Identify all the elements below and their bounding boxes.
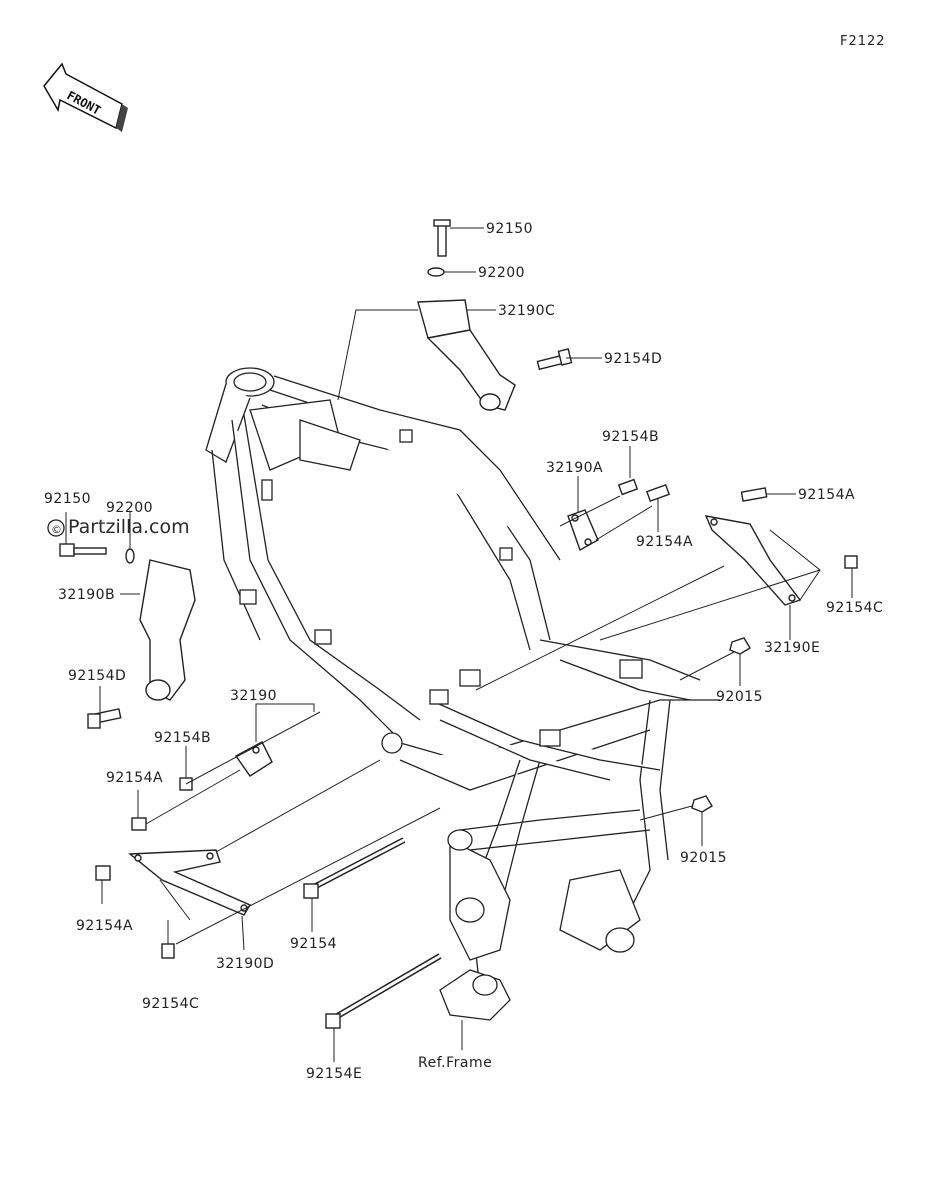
callout-92154D-left: 92154D (68, 668, 126, 684)
callout-32190A: 32190A (546, 460, 603, 476)
washer-92200-left (125, 548, 135, 564)
ref-frame-label: Ref.Frame (418, 1055, 492, 1071)
callout-92150-left: 92150 (44, 491, 91, 507)
callout-92200-top: 92200 (478, 265, 525, 281)
callout-92154B-right: 92154B (602, 429, 659, 445)
callout-92154A-left1: 92154A (106, 770, 163, 786)
bracket-32190D (128, 849, 252, 916)
callout-32190E: 32190E (764, 640, 820, 656)
callout-92154C-left: 92154C (142, 996, 199, 1012)
nut-92015-upper (729, 637, 751, 655)
callout-92015-upper: 92015 (716, 689, 763, 705)
bolt-92154 (303, 837, 406, 899)
callout-32190: 32190 (230, 688, 277, 704)
bracket-32190C (417, 299, 516, 411)
bracket-32190E (704, 515, 802, 606)
callout-92200-left: 92200 (106, 500, 153, 516)
callout-92154A-right1: 92154A (636, 534, 693, 550)
callout-32190C: 32190C (498, 303, 555, 319)
bracket-32190 (234, 741, 273, 777)
washer-92200-top (427, 267, 445, 277)
copyright-icon: © (51, 523, 62, 536)
bolt-92154A-right2 (740, 487, 768, 502)
watermark: © Partzilla.com (47, 516, 190, 538)
callout-92154: 92154 (290, 936, 337, 952)
callout-92150-top: 92150 (486, 221, 533, 237)
bolt-92154A-right1 (645, 483, 671, 503)
callout-92154A-left2: 92154A (76, 918, 133, 934)
callout-32190B: 32190B (58, 587, 115, 603)
callout-92154D-top: 92154D (604, 351, 662, 367)
bolt-92154C-right (844, 555, 858, 569)
bolt-92150-left (59, 543, 107, 557)
callout-92154A-right2: 92154A (798, 487, 855, 503)
callout-92154C-right: 92154C (826, 600, 883, 616)
bracket-32190B (139, 559, 196, 701)
callout-labels: 92150 92200 32190C 92154D 92154B 32190A … (44, 221, 883, 1082)
watermark-text: Partzilla.com (68, 516, 190, 538)
callout-92015-lower: 92015 (680, 850, 727, 866)
figure-code: F2122 (840, 34, 886, 49)
nut-92015-lower (691, 795, 713, 813)
bolt-92150-top (433, 219, 451, 257)
bolt-92154D-top (536, 348, 573, 371)
bolt-92154D-left (87, 708, 122, 729)
bolt-92154B-right (617, 478, 639, 496)
callout-32190D: 32190D (216, 956, 274, 972)
bracket-32190A (567, 509, 599, 552)
bolt-92154A-left2 (95, 865, 111, 881)
front-arrow-icon: FRONT (43, 62, 128, 132)
bolt-92154E (325, 953, 442, 1029)
bolt-92154C-left (161, 943, 175, 959)
callout-92154B-left: 92154B (154, 730, 211, 746)
bolt-92154A-left1 (131, 817, 147, 831)
callout-92154E: 92154E (306, 1066, 362, 1082)
leader-lines (65, 227, 853, 1062)
main-frame (205, 367, 720, 1021)
